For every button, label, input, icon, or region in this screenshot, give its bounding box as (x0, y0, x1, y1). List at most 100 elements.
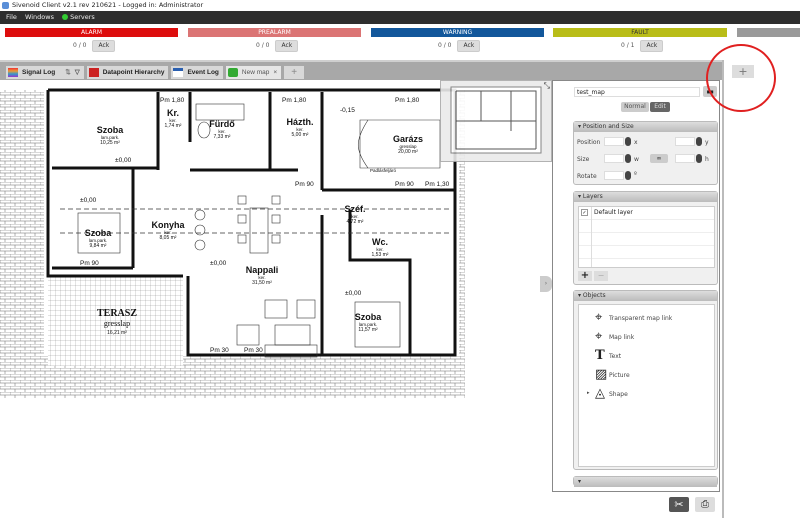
position-x-input[interactable] (604, 137, 624, 146)
tab-event-log[interactable]: Event Log (171, 66, 223, 79)
collapsed-header[interactable]: ▾ (574, 477, 717, 487)
add-tab-button[interactable]: + (284, 66, 305, 79)
size-h-input[interactable] (675, 154, 695, 163)
degree-label: º (634, 171, 637, 178)
room-name: Széf. (344, 204, 365, 214)
plan-annotation: Pm 1,30 (425, 181, 450, 188)
position-size-header[interactable]: ▾ Position and Size (574, 122, 717, 132)
print-icon[interactable]: ⎙ (695, 497, 715, 512)
room-name: Kr. (167, 108, 179, 118)
warning-bar: WARNING (371, 28, 544, 37)
object-shape[interactable]: ▸◬Shape (587, 386, 628, 401)
plan-annotation: Pm 90 (80, 260, 99, 267)
sort-icon[interactable]: ⇅ (65, 69, 71, 76)
menu-windows[interactable]: Windows (24, 13, 54, 21)
layer-item[interactable]: Default layer (594, 209, 633, 216)
mode-normal-button[interactable]: Normal (621, 102, 649, 112)
room-area: 1,53 m² (372, 252, 389, 258)
tab-new-map[interactable]: New map× (225, 66, 282, 79)
map-pin-icon: ⌖ (595, 310, 603, 325)
room-name: Konyha (151, 220, 185, 230)
size-w-input[interactable] (604, 154, 624, 163)
right-dock: + (722, 60, 800, 518)
object-picture[interactable]: ▨Picture (595, 367, 630, 382)
room-area: 8,05 m² (160, 235, 177, 241)
tab-signal-log[interactable]: Signal Log ⇅▽ (6, 66, 84, 79)
h-label: h (705, 156, 709, 163)
menu-bar: File Windows Servers (0, 11, 800, 24)
position-label: Position (577, 139, 601, 146)
room-name: Házth. (287, 117, 314, 127)
minimap[interactable]: ⤡ (440, 80, 552, 162)
plan-annotation: Pm 1,80 (282, 97, 307, 104)
rotate-spinner[interactable] (625, 171, 631, 180)
layer-visibility-checkbox[interactable]: ✓ (581, 209, 588, 216)
room-label: Széf.ker.4,72 m² (344, 204, 365, 225)
menu-servers[interactable]: Servers (62, 13, 95, 21)
room-area: 1,74 m² (165, 123, 182, 129)
object-label: Transparent map link (609, 315, 673, 322)
link-aspect-icon[interactable]: ∞ (650, 154, 668, 163)
layers-header[interactable]: ▾ Layers (574, 192, 717, 202)
object-label: Map link (609, 334, 635, 341)
tab-bar: Signal Log ⇅▽ Datapoint Hierarchy Event L… (0, 60, 722, 80)
expand-arrow-icon[interactable]: ▸ (587, 390, 590, 396)
calendar-icon (173, 68, 184, 77)
room-floor-type: lam.park. (89, 238, 108, 243)
datapoint-hierarchy-icon (88, 68, 99, 77)
position-x-spinner[interactable] (625, 137, 631, 146)
objects-section: ▾ Objects ⌖ Transparent map link ⌖Map lin… (573, 290, 718, 470)
room-floor-type: ker. (218, 129, 225, 134)
object-transparent-map-link[interactable]: ⌖ Transparent map link (595, 310, 673, 325)
warning-ack-button[interactable]: Ack (457, 40, 481, 52)
room-name: Fürdő (209, 119, 235, 129)
terrace-tiles (48, 276, 183, 366)
room-floor-type: ker. (376, 247, 383, 252)
plan-annotation: Pm 30 (244, 347, 263, 354)
size-w-spinner[interactable] (625, 154, 631, 163)
highlight-circle (706, 44, 776, 112)
room-floor-type: ker. (164, 230, 171, 235)
x-label: x (634, 139, 638, 146)
position-size-section: ▾ Position and Size Position x y Size w … (573, 121, 718, 185)
filter-icon[interactable]: ▽ (74, 69, 80, 76)
section-title: Objects (582, 292, 606, 299)
tab-label: Datapoint Hierarchy (102, 69, 165, 76)
prealarm-ack-button[interactable]: Ack (275, 40, 299, 52)
tab-label: Signal Log (22, 69, 56, 76)
fault-ack-button[interactable]: Ack (640, 40, 664, 52)
alarm-ack-button[interactable]: Ack (92, 40, 116, 52)
room-floor-type: ker. (169, 118, 176, 123)
map-icon (227, 68, 238, 77)
alarm-bar: ALARM (5, 28, 178, 37)
size-h-spinner[interactable] (696, 154, 702, 163)
object-map-link[interactable]: ⌖Map link (595, 329, 635, 344)
object-label: Picture (609, 372, 630, 379)
position-y-spinner[interactable] (696, 137, 702, 146)
room-area: 10,25 m² (100, 140, 120, 146)
rotate-input[interactable] (604, 171, 624, 180)
mode-edit-button[interactable]: Edit (650, 102, 670, 112)
rotate-label: Rotate (577, 173, 597, 180)
map-name-input[interactable]: test_map (574, 87, 700, 97)
close-tab-icon[interactable]: × (273, 69, 278, 76)
position-y-input[interactable] (675, 137, 695, 146)
remove-layer-button[interactable]: − (594, 271, 608, 281)
add-layer-button[interactable]: + (578, 271, 592, 281)
minimap-resize-icon[interactable]: ⤡ (543, 81, 550, 90)
tab-datapoint-hierarchy[interactable]: Datapoint Hierarchy (86, 66, 169, 79)
scissors-icon[interactable]: ✂ (669, 497, 689, 512)
section-title: Layers (582, 193, 603, 200)
plan-annotation: Pm 1,80 (395, 97, 420, 104)
text-icon: T (595, 348, 605, 363)
menu-file[interactable]: File (6, 13, 17, 21)
panel-toggle-icon[interactable]: › (540, 276, 552, 292)
objects-header[interactable]: ▾ Objects (574, 291, 717, 301)
collapsed-section[interactable]: ▾ (573, 476, 718, 487)
room-floor-type: ker. (351, 214, 358, 219)
warning-count: 0 / 0 (438, 42, 452, 49)
